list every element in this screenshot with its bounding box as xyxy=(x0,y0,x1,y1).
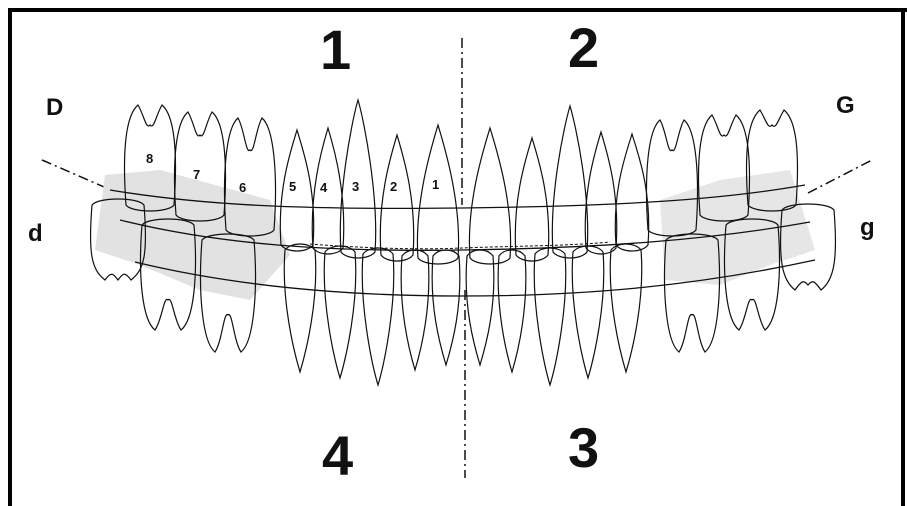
lower-tooth-outline-4 xyxy=(284,244,316,372)
tooth-number-3: 3 xyxy=(352,180,359,193)
tooth-number-2: 2 xyxy=(390,180,397,193)
tooth-number-8: 8 xyxy=(146,152,153,165)
lower-tooth-outline-12 xyxy=(572,246,604,378)
side-label-lower-left: g xyxy=(860,216,875,240)
lower-tooth-outline-10 xyxy=(498,250,526,372)
upper-tooth-outline-8 xyxy=(417,125,458,264)
side-label-upper-left: G xyxy=(836,94,855,118)
upper-tooth-outline-10 xyxy=(515,138,548,261)
upper-tooth-outline-5 xyxy=(312,128,344,254)
quadrant-3-label: 3 xyxy=(568,420,599,476)
upper-tooth-outline-4 xyxy=(280,130,313,251)
lower-tooth-outline-8 xyxy=(432,250,460,365)
tooth-number-6: 6 xyxy=(239,181,246,194)
tooth-number-7: 7 xyxy=(193,168,200,181)
lower-tooth-outline-11 xyxy=(534,248,566,385)
upper-tooth-outline-11 xyxy=(552,106,587,258)
incisal-dotted-line xyxy=(310,242,610,249)
tooth-number-4: 4 xyxy=(320,181,327,194)
side-label-lower-right: d xyxy=(28,222,43,246)
lower-tooth-outline-5 xyxy=(324,246,356,378)
side-label-upper-right: D xyxy=(46,96,63,120)
quadrant-1-label: 1 xyxy=(320,22,351,78)
quadrant-2-label: 2 xyxy=(568,20,599,76)
tooth-number-1: 1 xyxy=(432,178,439,191)
lower-tooth-outline-9 xyxy=(466,250,494,365)
lower-tooth-outline-13 xyxy=(610,244,642,372)
tooth-number-5: 5 xyxy=(289,180,296,193)
upper-tooth-outline-9 xyxy=(469,128,510,264)
upper-tooth-outline-7 xyxy=(380,135,413,261)
quadrant-4-label: 4 xyxy=(322,428,353,484)
occlusal-line-left xyxy=(808,160,872,193)
lower-tooth-outline-7 xyxy=(401,250,429,370)
upper-tooth-outline-12 xyxy=(585,132,617,254)
lower-tooth-outline-6 xyxy=(362,248,394,385)
upper-tooth-outline-13 xyxy=(615,134,648,251)
